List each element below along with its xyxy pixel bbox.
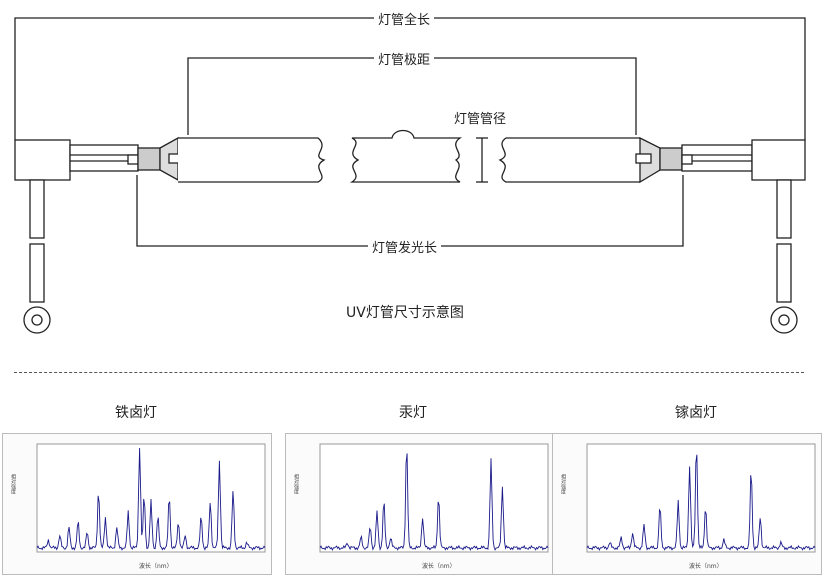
spectrum-panel-iron: 相对强度波长（nm） bbox=[2, 433, 272, 575]
x-axis-label: 波长（nm） bbox=[139, 562, 173, 570]
luminous-length-bracket bbox=[136, 175, 684, 247]
spectrum-line bbox=[36, 447, 266, 551]
section-divider bbox=[14, 372, 804, 373]
overall-length-label: 灯管全长 bbox=[374, 9, 435, 28]
luminous-length-label: 灯管发光长 bbox=[368, 237, 442, 256]
overall-length-bracket bbox=[14, 17, 806, 140]
spectrum-line bbox=[319, 453, 549, 552]
tube-diameter-label: 灯管管径 bbox=[450, 108, 511, 127]
plot-frame bbox=[36, 443, 266, 553]
y-axis-label: 相对强度 bbox=[10, 473, 16, 495]
electrode-distance-label: 灯管极距 bbox=[374, 49, 435, 68]
middle-tube-segment bbox=[349, 129, 463, 183]
plot-frame bbox=[586, 443, 816, 553]
right-tube-segment bbox=[498, 137, 640, 183]
lamp-dimension-diagram bbox=[14, 17, 806, 334]
spectrum-title-gallium: 镓卤灯 bbox=[675, 405, 717, 421]
right-lamp-end bbox=[635, 136, 806, 334]
x-axis-label: 波长（nm） bbox=[689, 562, 723, 570]
y-axis-label: 相对强度 bbox=[560, 473, 566, 495]
y-axis-label: 相对强度 bbox=[293, 473, 299, 495]
left-tube-segment bbox=[178, 137, 326, 183]
spectrum-panel-mercury: 相对强度波长（nm） bbox=[285, 433, 555, 575]
tube-diameter-marker bbox=[476, 137, 488, 183]
left-lamp-end bbox=[14, 136, 185, 334]
x-axis-label: 波长（nm） bbox=[422, 562, 456, 570]
plot-frame bbox=[319, 443, 549, 553]
electrode-distance-bracket bbox=[187, 57, 637, 135]
spectrum-panel-gallium: 相对强度波长（nm） bbox=[552, 433, 822, 575]
spectrum-line bbox=[586, 454, 816, 551]
spectrum-title-mercury: 汞灯 bbox=[399, 405, 427, 421]
diagram-caption: UV灯管尺寸示意图 bbox=[346, 305, 464, 321]
spectrum-title-iron: 铁卤灯 bbox=[115, 405, 157, 421]
